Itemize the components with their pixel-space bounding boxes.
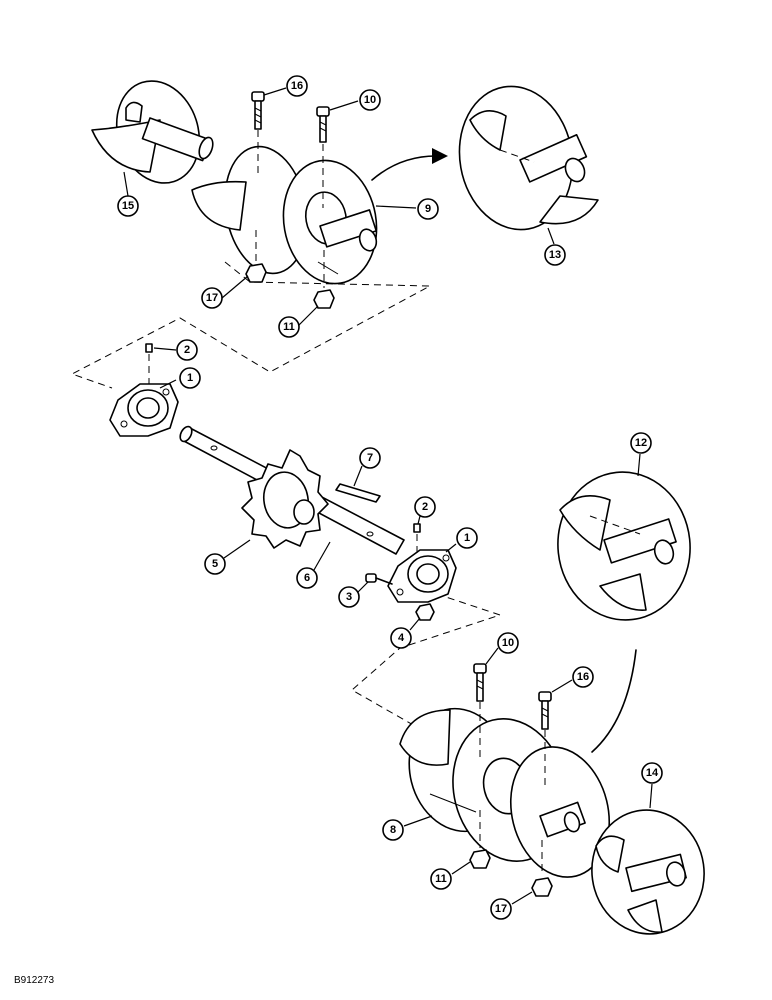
nut-11-top [313,250,335,309]
callout-4: 4 [390,627,412,649]
svg-text:11: 11 [283,321,295,333]
svg-text:2: 2 [184,344,190,356]
callout-10-top: 10 [359,89,381,111]
bolt-3 [365,573,393,585]
callout-11-top: 11 [278,316,300,338]
svg-text:16: 16 [577,671,589,683]
callout-2-right: 2 [414,496,436,518]
callout-17-bottom: 17 [490,898,512,920]
callout-12: 12 [630,432,652,454]
callout-7: 7 [359,447,381,469]
callout-2-left: 2 [176,339,198,361]
leader-lines [123,87,653,905]
callout-17-top: 17 [201,287,223,309]
callout-9: 9 [417,198,439,220]
auger-flight-14 [591,809,705,935]
nut-4 [415,603,435,621]
bolt-16-bottom [538,691,552,790]
svg-text:1: 1 [187,372,193,384]
svg-text:6: 6 [304,572,310,584]
callout-1-right: 1 [456,527,478,549]
svg-text:10: 10 [502,637,514,649]
auger-flight-13 [458,85,599,231]
svg-text:11: 11 [435,873,447,885]
bearing-flange-1-right [387,549,457,603]
callout-15: 15 [117,195,139,217]
svg-text:2: 2 [422,501,428,513]
nut-17-top [245,230,267,283]
bolt-10-top [316,106,330,208]
nut-17-bottom [531,840,553,897]
arrow-to-13 [371,148,448,181]
callout-16-bottom: 16 [572,666,594,688]
grease-fitting-2-left [145,343,153,384]
svg-text:8: 8 [390,824,396,836]
svg-text:1: 1 [464,532,470,544]
callout-10-bottom: 10 [497,632,519,654]
arrow-12-to-8 [591,649,637,753]
callout-16-top: 16 [286,75,308,97]
callout-14: 14 [641,762,663,784]
bolt-16-top [251,91,265,178]
svg-text:15: 15 [122,200,134,212]
svg-text:16: 16 [291,80,303,92]
callout-3: 3 [338,586,360,608]
grease-fitting-2-right [413,523,421,554]
auger-flight-9 [191,145,378,285]
svg-text:10: 10 [364,94,376,106]
svg-text:7: 7 [367,452,373,464]
svg-text:14: 14 [646,767,659,779]
svg-text:17: 17 [206,292,218,304]
auger-flight-8 [399,707,611,878]
svg-text:5: 5 [212,558,218,570]
auger-flight-15 [91,80,214,184]
sprocket-5 [241,449,329,549]
svg-text:13: 13 [549,249,561,261]
svg-text:4: 4 [398,632,405,644]
key-7 [335,483,381,503]
bearing-flange-1-left [109,383,179,437]
figure-id: B912273 [14,975,55,986]
bolt-10-bottom [473,663,487,760]
callout-11-bottom: 11 [430,868,452,890]
auger-flight-12 [557,471,691,621]
callout-5: 5 [204,553,226,575]
svg-text:3: 3 [346,591,352,603]
svg-text:9: 9 [425,203,431,215]
callout-1-left: 1 [179,367,201,389]
callout-13: 13 [544,244,566,266]
callout-6: 6 [296,567,318,589]
callout-8: 8 [382,819,404,841]
nut-11-bottom [469,810,491,869]
svg-text:17: 17 [495,903,507,915]
svg-text:12: 12 [635,437,647,449]
